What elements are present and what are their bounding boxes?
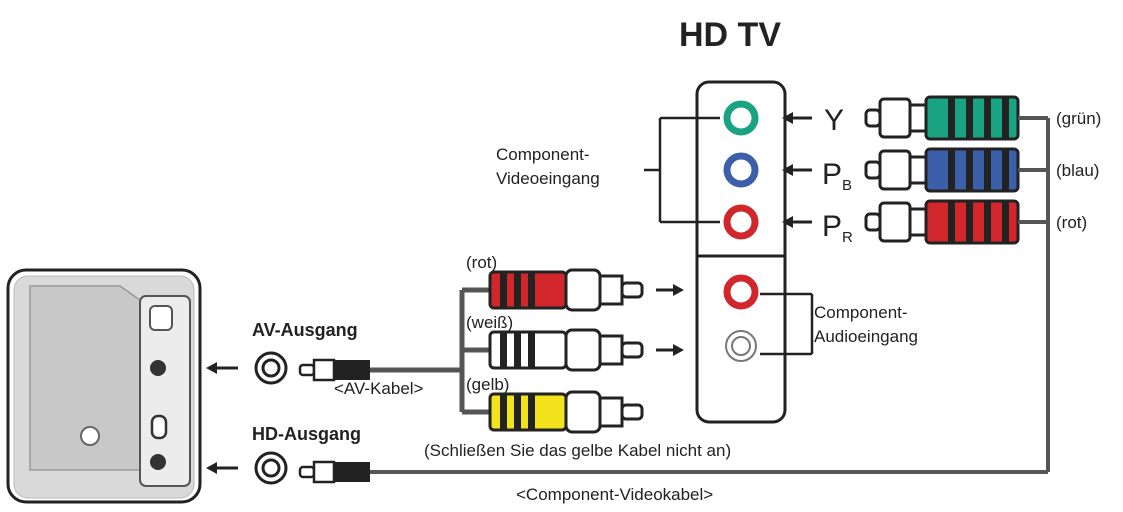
- av-yellow-label: (gelb): [466, 375, 509, 394]
- green-color-label: (grün): [1056, 109, 1101, 128]
- tv-jack-red-audio[interactable]: [723, 274, 759, 310]
- camcorder: [6, 268, 202, 504]
- signal-pr-label: P: [822, 210, 842, 243]
- tv-jack-green[interactable]: [723, 100, 759, 136]
- av-mini-plug: [298, 358, 372, 382]
- av-yellow-plug: [488, 390, 644, 434]
- component-blue-plug: [864, 147, 1020, 193]
- video-input-bracket: [644, 116, 720, 224]
- hd-output-jack[interactable]: [254, 451, 288, 485]
- red-color-label: (rot): [1056, 213, 1087, 232]
- audio-white-arrow-icon: [656, 344, 684, 356]
- av-output-label: AV-Ausgang: [252, 320, 358, 340]
- hd-mini-plug: [298, 460, 372, 484]
- component-green-plug: [864, 95, 1020, 141]
- tv-jack-white-audio[interactable]: [725, 330, 757, 362]
- av-output-arrow-icon: [206, 362, 238, 374]
- component-video-input-label-line1: Component-: [496, 145, 590, 164]
- av-cable: [370, 287, 490, 415]
- component-video-input-label-line2: Videoeingang: [496, 169, 600, 188]
- av-white-plug: [488, 328, 644, 372]
- av-output-jack[interactable]: [254, 351, 288, 385]
- signal-pb-label: P: [822, 158, 842, 191]
- tv-jack-red-video[interactable]: [723, 204, 759, 240]
- av-white-label: (weiß): [466, 313, 513, 332]
- component-audio-input-label-line2: Audioeingang: [814, 327, 918, 346]
- tv-panel: [695, 80, 787, 424]
- yellow-cable-note: (Schließen Sie das gelbe Kabel nicht an): [424, 441, 731, 460]
- component-audio-input-label-line1: Component-: [814, 303, 908, 322]
- av-red-plug: [488, 268, 644, 312]
- signal-pb-arrow-icon: [782, 164, 812, 176]
- component-red-plug: [864, 199, 1020, 245]
- audio-red-arrow-icon: [656, 284, 684, 296]
- hd-output-arrow-icon: [206, 462, 238, 474]
- signal-pb-subscript: B: [842, 177, 852, 194]
- signal-pr-subscript: R: [842, 229, 853, 246]
- component-cable-label: <Component-Videokabel>: [516, 485, 713, 504]
- tv-jack-blue[interactable]: [723, 152, 759, 188]
- av-red-label: (rot): [466, 253, 497, 272]
- signal-pr-arrow-icon: [782, 216, 812, 228]
- component-video-cable: [370, 116, 1050, 474]
- audio-input-bracket: [760, 292, 814, 356]
- signal-y-label: Y: [824, 104, 844, 137]
- av-cable-label: <AV-Kabel>: [334, 379, 424, 398]
- signal-y-arrow-icon: [782, 112, 812, 124]
- tv-title: HD TV: [679, 16, 781, 54]
- hd-output-label: HD-Ausgang: [252, 424, 361, 444]
- blue-color-label: (blau): [1056, 161, 1099, 180]
